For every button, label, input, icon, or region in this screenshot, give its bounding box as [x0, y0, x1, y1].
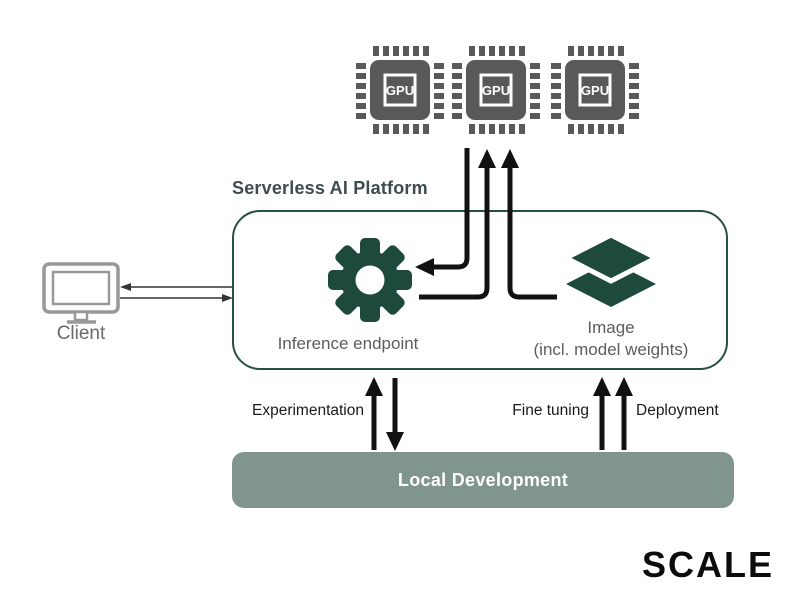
arrow-client-to-box	[120, 294, 233, 302]
arrow-experimentation-up	[365, 377, 383, 450]
fine-tuning-label: Fine tuning	[512, 402, 589, 419]
arrow-experimentation-down	[386, 378, 404, 451]
local-development-label: Local Development	[397, 469, 569, 490]
gpu-chip-icon: GPU	[356, 46, 444, 134]
image-label: Image (incl. model weights)	[486, 317, 736, 361]
platform-title: Serverless AI Platform	[232, 178, 428, 198]
gpu-chip-icon: GPU	[551, 46, 639, 134]
gpu-chip-label: GPU	[581, 83, 609, 98]
local-development-bar: Local Development	[232, 452, 734, 508]
image-label-line2: (incl. model weights)	[533, 340, 689, 360]
arrow-box-to-client	[120, 283, 232, 291]
deployment-label: Deployment	[636, 402, 719, 419]
inference-endpoint-label: Inference endpoint	[277, 334, 419, 353]
client-label: Client	[56, 323, 106, 344]
gpu-chip-icon: GPU	[452, 46, 540, 134]
scale-logo: SCALE	[641, 544, 774, 585]
arrow-deployment-up	[615, 377, 633, 450]
experimentation-label: Experimentation	[251, 402, 364, 419]
image-label-line1: Image	[587, 318, 635, 337]
gpu-chip-label: GPU	[386, 83, 414, 98]
arrow-finetuning-up	[593, 377, 611, 450]
gpu-chip-label: GPU	[482, 83, 510, 98]
